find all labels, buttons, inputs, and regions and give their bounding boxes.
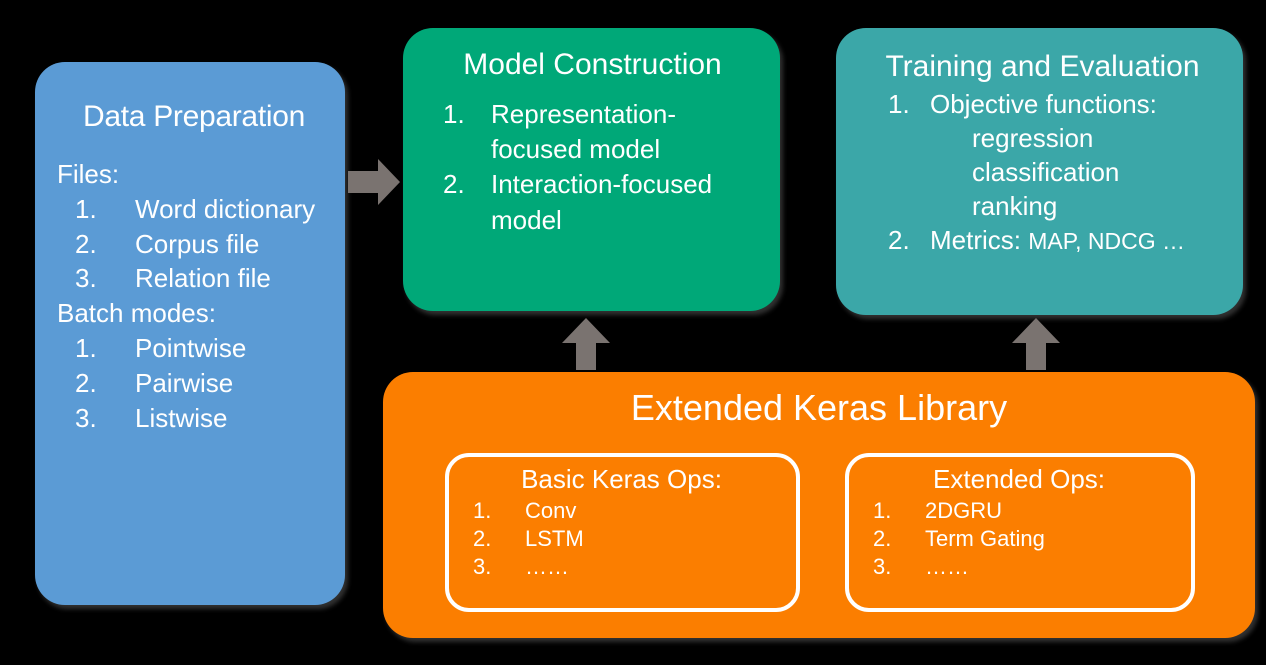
list-number: 1. <box>75 193 97 224</box>
up-arrow-icon-model <box>562 318 610 370</box>
files-list: 1. Word dictionary 2. Corpus file 3. Relati… <box>57 192 331 296</box>
box-training-and-evaluation: Training and Evaluation 1. Objective func… <box>836 28 1243 315</box>
list-number: 2. <box>888 225 910 256</box>
list-item: 2. Metrics: MAP, NDCG … <box>888 223 1233 257</box>
objective-subline: ranking <box>972 191 1058 222</box>
list-item: 1. Objective functions: regression classi… <box>888 87 1233 223</box>
list-text: Pointwise <box>135 333 247 364</box>
list-number: 3. <box>873 554 892 580</box>
list-text: Listwise <box>135 402 228 433</box>
list-text: Word dictionary <box>135 193 316 224</box>
list-text: Metrics: <box>930 225 1029 256</box>
list-number: 2. <box>75 228 97 259</box>
list-number: 2. <box>443 169 465 200</box>
list-item: 3. Listwise <box>75 401 331 436</box>
subbox-extended-ops: Extended Ops: 1. 2DGRU 2. Term Gating 3. …… <box>845 453 1195 612</box>
list-text: Conv <box>525 497 577 523</box>
list-text: Representation-focused model <box>491 98 676 164</box>
list-text: Interaction-focused model <box>491 169 713 235</box>
list-number: 1. <box>75 333 97 364</box>
list-number: 2. <box>473 526 492 552</box>
list-text: Objective functions: <box>930 89 1157 119</box>
metrics-value: MAP, NDCG … <box>1028 228 1186 255</box>
list-number: 1. <box>873 497 892 523</box>
list-item: 2. LSTM <box>473 525 782 553</box>
list-number: 1. <box>443 98 465 129</box>
list-item: 2. Term Gating <box>873 525 1177 553</box>
list-item: 1. 2DGRU <box>873 497 1177 525</box>
list-text: LSTM <box>525 526 584 552</box>
model-construction-title: Model Construction <box>463 48 722 81</box>
basic-keras-ops-list: 1. Conv 2. LSTM 3. …… <box>467 497 782 581</box>
data-preparation-title: Data Preparation <box>82 100 305 133</box>
up-arrow-icon-training <box>1012 318 1060 370</box>
list-item: 1. Word dictionary <box>75 192 331 227</box>
list-item: 2. Interaction-focused model <box>443 167 764 238</box>
list-item: 3. …… <box>473 553 782 581</box>
list-item: 3. …… <box>873 553 1177 581</box>
list-text: Relation file <box>135 263 271 294</box>
list-text: …… <box>525 554 569 580</box>
right-arrow-icon <box>348 155 400 210</box>
extended-ops-list: 1. 2DGRU 2. Term Gating 3. …… <box>867 497 1177 581</box>
list-number: 1. <box>888 89 910 119</box>
list-text: 2DGRU <box>925 497 1003 523</box>
objective-subline: classification <box>972 157 1120 188</box>
box-extended-keras-library: Extended Keras Library Basic Keras Ops: … <box>383 372 1255 638</box>
list-number: 3. <box>75 263 97 294</box>
training-evaluation-title: Training and Evaluation <box>885 50 1200 83</box>
batch-modes-group-label: Batch modes: <box>57 298 216 329</box>
box-model-construction: Model Construction 1. Representation-focu… <box>403 28 780 311</box>
basic-keras-ops-title: Basic Keras Ops: <box>521 464 722 494</box>
list-number: 2. <box>873 526 892 552</box>
list-item: 2. Pairwise <box>75 366 331 401</box>
list-item: 1. Conv <box>473 497 782 525</box>
training-evaluation-list: 1. Objective functions: regression classi… <box>852 87 1233 257</box>
list-text: Term Gating <box>925 526 1045 552</box>
list-text: …… <box>925 554 969 580</box>
list-item: 1. Pointwise <box>75 331 331 366</box>
list-number: 1. <box>473 497 492 523</box>
model-construction-list: 1. Representation-focused model 2. Interac… <box>421 97 764 238</box>
list-number: 2. <box>75 367 97 398</box>
extended-keras-library-title: Extended Keras Library <box>630 387 1008 428</box>
batch-modes-list: 1. Pointwise 2. Pairwise 3. Listwise <box>57 331 331 435</box>
list-text: Pairwise <box>135 367 234 398</box>
list-number: 3. <box>75 402 97 433</box>
list-item: 2. Corpus file <box>75 227 331 262</box>
list-text: Corpus file <box>135 228 260 259</box>
objective-subline: regression <box>972 123 1094 154</box>
files-group-label: Files: <box>57 159 120 189</box>
list-number: 3. <box>473 554 492 580</box>
subbox-basic-keras-ops: Basic Keras Ops: 1. Conv 2. LSTM 3. …… <box>445 453 800 612</box>
extended-ops-title: Extended Ops: <box>933 464 1105 494</box>
box-data-preparation: Data Preparation Files: 1. Word dictionar… <box>35 62 345 605</box>
list-item: 3. Relation file <box>75 261 331 296</box>
list-item: 1. Representation-focused model <box>443 97 764 168</box>
